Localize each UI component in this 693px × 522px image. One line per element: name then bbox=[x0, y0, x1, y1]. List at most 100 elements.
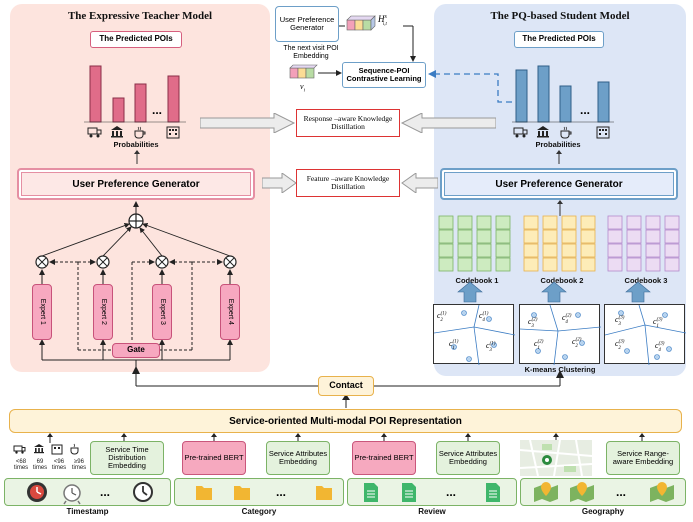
expert-4: Expert 4 bbox=[220, 284, 240, 340]
truck-icon bbox=[13, 445, 26, 454]
bank-icon bbox=[537, 126, 549, 138]
multiply-node-3 bbox=[155, 255, 169, 269]
bank-icon bbox=[34, 444, 44, 454]
multiply-node-4 bbox=[223, 255, 237, 269]
pretrained-bert-review: Pre-trained BERT bbox=[352, 441, 416, 475]
geography-ellipsis: ... bbox=[616, 485, 626, 499]
time-distribution-icons bbox=[13, 443, 79, 455]
map-thumbnail-icon bbox=[520, 440, 592, 476]
student-predicted-pois: The Predicted POIs bbox=[514, 31, 604, 48]
student-bar-5 bbox=[597, 81, 610, 123]
bottom-strip-icons: ... ... ... ... bbox=[27, 482, 674, 505]
geography-label: Geography bbox=[581, 507, 625, 516]
teacher-bar-ellipsis: ... bbox=[152, 103, 162, 117]
map-pin-icon bbox=[570, 482, 594, 502]
center-embedding-v bbox=[289, 64, 318, 79]
student-to-seqpoi-dashed-arrow bbox=[428, 70, 522, 103]
block-arrow-teacher-feature bbox=[262, 173, 296, 193]
alarm-clock-icon bbox=[63, 484, 81, 505]
teacher-bar-1 bbox=[89, 65, 102, 123]
truck-icon bbox=[513, 127, 528, 138]
center-embedding-h bbox=[346, 15, 376, 31]
timestamp-label: Timestamp bbox=[66, 507, 109, 516]
cluster-3-partitions bbox=[605, 305, 686, 365]
codebook-2-label: Codebook 2 bbox=[540, 276, 584, 285]
category-ellipsis: ... bbox=[276, 485, 286, 499]
contact-box: Contact bbox=[318, 376, 374, 396]
student-prob-chart: ... bbox=[512, 65, 614, 139]
teacher-moe-diagram bbox=[35, 201, 237, 370]
time-count-4: ≥96 times bbox=[71, 459, 87, 471]
category-label: Category bbox=[241, 507, 277, 516]
clock-outline-icon bbox=[133, 482, 153, 502]
review-ellipsis: ... bbox=[446, 485, 456, 499]
student-probabilities-label: Probabilities bbox=[535, 140, 581, 149]
service-attributes-embedding-review: Service Attributes Embedding bbox=[436, 441, 500, 475]
expert-3: Expert 3 bbox=[152, 284, 172, 340]
teacher-prob-chart: ... bbox=[84, 65, 186, 139]
h-label: Hsi,t bbox=[378, 14, 387, 27]
codebook-2-grid bbox=[523, 215, 596, 272]
teacher-predicted-pois: The Predicted POIs bbox=[90, 31, 182, 48]
coffee-icon bbox=[70, 443, 79, 455]
service-range-aware-embedding: Service Range-aware Embedding bbox=[606, 441, 680, 475]
service-attributes-embedding-category: Service Attributes Embedding bbox=[266, 441, 330, 475]
cluster-box-2: c(2)3 c(2)4 c(2)1 c(2)2 bbox=[519, 304, 601, 365]
gate-box: Gate bbox=[112, 343, 160, 358]
kmeans-label: K-means Clustering bbox=[524, 365, 596, 374]
timestamp-ellipsis: ... bbox=[100, 485, 110, 499]
block-arrow-teacher-response bbox=[200, 113, 296, 133]
block-arrow-student-feature bbox=[401, 173, 438, 193]
center-user-preference-generator: User Preference Generator bbox=[275, 6, 339, 42]
multiply-node-2 bbox=[96, 255, 110, 269]
codebook-to-upg-arrow bbox=[557, 200, 563, 216]
cluster-1-partitions bbox=[434, 305, 515, 365]
building-icon bbox=[166, 126, 180, 139]
response-aware-kd-box: Response –aware Knowledge Distillation bbox=[296, 109, 400, 137]
student-title: The PQ-based Student Model bbox=[490, 10, 630, 22]
folder-icon bbox=[196, 486, 212, 500]
teacher-bar-3 bbox=[134, 83, 147, 123]
next-visit-label: The next visit POI Embedding bbox=[283, 45, 339, 60]
coffee-icon bbox=[560, 126, 572, 139]
v-label: vi bbox=[300, 82, 305, 94]
time-count-2: 69 times bbox=[32, 459, 48, 471]
building-icon bbox=[51, 444, 63, 455]
codebook-3-grid bbox=[607, 215, 680, 272]
truck-icon bbox=[87, 127, 102, 138]
document-icon bbox=[486, 483, 500, 502]
center-arrows-top bbox=[339, 25, 416, 62]
teacher-bar-2 bbox=[112, 97, 125, 123]
student-bar-2 bbox=[537, 65, 550, 123]
teacher-probabilities-label: Probabilities bbox=[113, 140, 159, 149]
student-user-preference-generator: User Preference Generator bbox=[440, 168, 678, 200]
multimodal-poi-representation: Service-oriented Multi-modal POI Represe… bbox=[9, 409, 682, 433]
review-label: Review bbox=[418, 507, 446, 516]
block-arrow-student-response bbox=[400, 113, 496, 133]
coffee-icon bbox=[134, 126, 146, 139]
cluster-box-3: c(3)3 c(3)1 c(3)2 c(3)4 bbox=[604, 304, 686, 365]
teacher-prob-arrow bbox=[134, 150, 140, 164]
student-bar-1 bbox=[515, 69, 528, 123]
contact-connectors bbox=[132, 366, 564, 408]
document-icon bbox=[402, 483, 416, 502]
cluster-box-1: c(1)2 c(1)4 c(1)1 c(1)3 bbox=[433, 304, 515, 365]
teacher-user-preference-generator: User Preference Generator bbox=[17, 168, 255, 200]
map-pin-icon bbox=[650, 482, 674, 502]
cluster-to-codebook-arrows bbox=[457, 282, 651, 303]
map-pin-icon bbox=[534, 482, 558, 502]
student-bar-3 bbox=[559, 85, 572, 123]
building-icon bbox=[596, 126, 610, 139]
student-bar-ellipsis: ... bbox=[580, 103, 590, 117]
codebook-1-label: Codebook 1 bbox=[455, 276, 499, 285]
bank-icon bbox=[111, 126, 123, 138]
codebook-1-grid bbox=[438, 215, 511, 272]
student-prob-arrow bbox=[556, 150, 562, 164]
teacher-title: The Expressive Teacher Model bbox=[67, 10, 213, 22]
pretrained-bert-category: Pre-trained BERT bbox=[182, 441, 246, 475]
time-count-1: <68 times bbox=[13, 459, 29, 471]
time-count-3: <96 times bbox=[51, 459, 67, 471]
multiply-node-1 bbox=[35, 255, 49, 269]
service-time-distribution-embedding: Service Time Distribution Embedding bbox=[90, 441, 164, 475]
v-arrow bbox=[318, 70, 342, 76]
